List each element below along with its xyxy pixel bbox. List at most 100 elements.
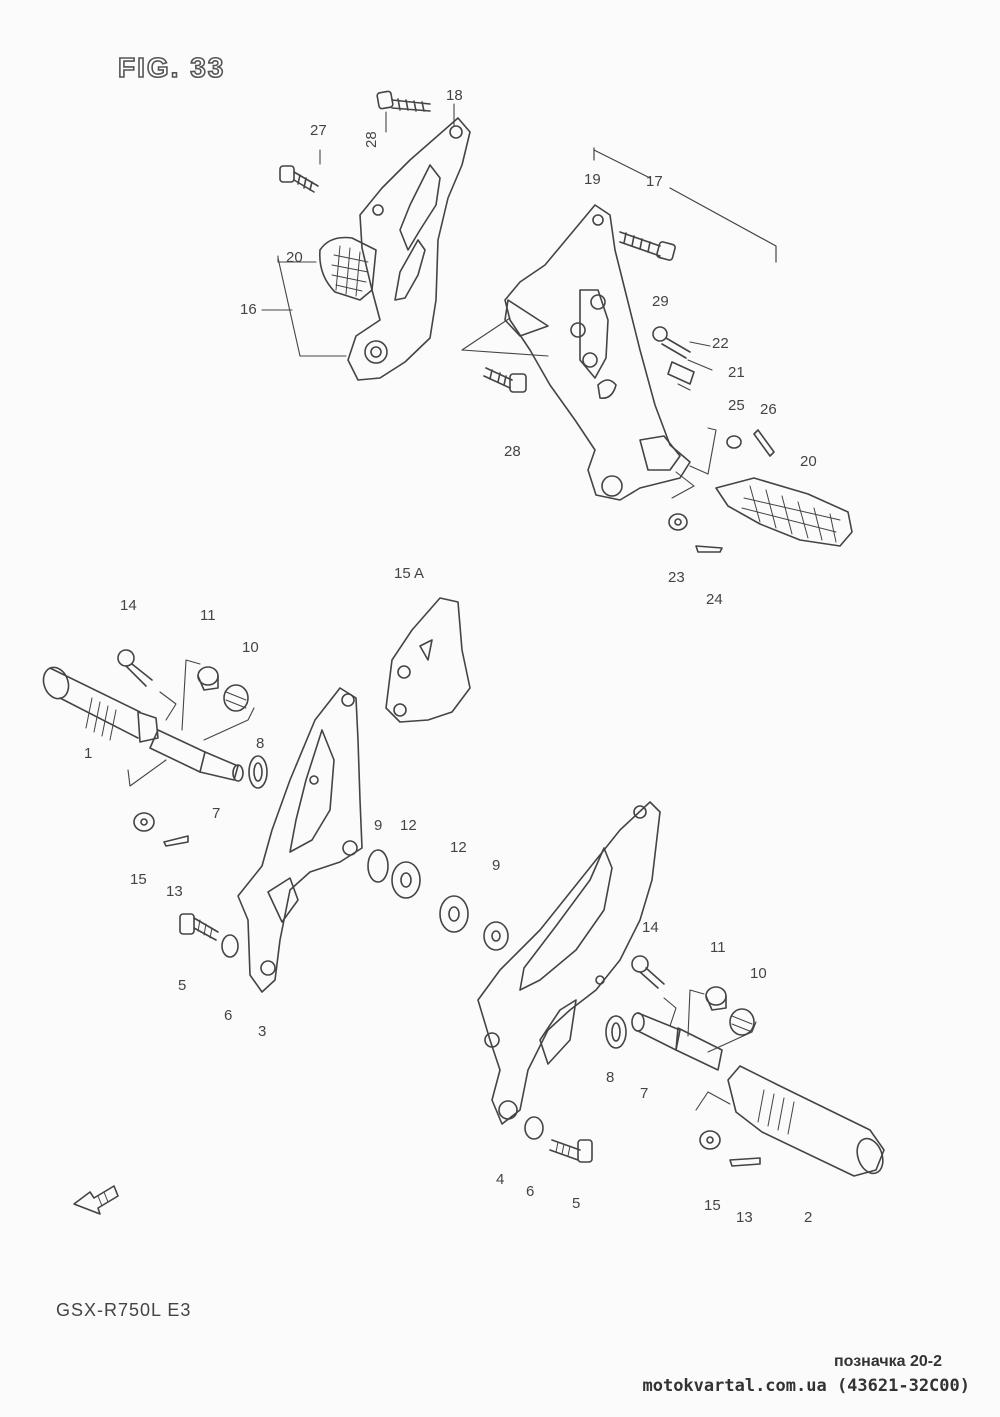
bolt-27-icon (279, 165, 319, 193)
callout-c10b: 10 (750, 965, 767, 982)
rear-bracket-right-cutout (579, 289, 609, 379)
front-right-assembly (439, 801, 885, 1177)
model-code: GSX-R750L E3 (56, 1300, 192, 1320)
pin-22-icon (652, 326, 691, 359)
bolt-29-icon (619, 231, 676, 261)
callout-c9b: 9 (492, 857, 500, 874)
catalog-reference: позначка 20-2 (833, 1353, 942, 1370)
rear-bracket-left-hole-mid (372, 204, 384, 216)
callout-c26: 26 (760, 401, 777, 418)
rear-bracket-left-hole (364, 340, 388, 364)
washer-25-icon (726, 435, 742, 449)
rear-bracket-right-tab (504, 299, 549, 337)
callout-c24: 24 (706, 591, 723, 608)
callout-c13a: 13 (166, 883, 183, 900)
bolt-28b-icon (483, 367, 527, 393)
cotter-pin-24-icon (695, 545, 723, 553)
rear-bracket-right (504, 204, 691, 501)
rear-bracket-right-hole-3 (582, 352, 598, 368)
bracket-cover-15a (385, 597, 471, 723)
front-bracket-3 (237, 687, 363, 993)
washer-8a-icon (248, 755, 268, 789)
callout-c15c: 15 (704, 1197, 721, 1214)
callout-c15b: 15 (130, 871, 147, 888)
bush-12b-icon (439, 895, 469, 933)
callout-c14a: 14 (120, 597, 137, 614)
callout-c5b: 5 (572, 1195, 580, 1212)
bush-12a-icon (391, 861, 421, 899)
callout-c2: 2 (804, 1209, 812, 1226)
callout-c1: 1 (84, 745, 92, 762)
cotter-pin-13b-icon (729, 1157, 761, 1167)
figure-title: FIG. 33 (117, 51, 226, 84)
pin-26-icon (753, 429, 775, 457)
footrest-rubber-left-texture (331, 245, 369, 297)
callout-c28a: 28 (363, 131, 380, 148)
front-left-leaders (127, 659, 255, 787)
footrest-2 (727, 1065, 885, 1177)
washer-8b-icon (605, 1015, 627, 1049)
washer-9a-icon (367, 849, 389, 883)
callout-c28b: 28 (504, 443, 521, 460)
callout-c4: 4 (496, 1171, 504, 1188)
callout-c17: 17 (646, 173, 663, 190)
spring-10a-icon (223, 684, 249, 712)
pivot-shaft-7b (631, 1012, 723, 1071)
callout-c19: 19 (584, 171, 601, 188)
callout-c21: 21 (728, 364, 745, 381)
footrest-1 (42, 666, 159, 743)
callout-c18: 18 (446, 87, 463, 104)
rear-bracket-right-assembly (483, 147, 853, 553)
callout-c7a: 7 (212, 805, 220, 822)
bolt-5b-icon (549, 1139, 593, 1163)
rear-bracket-right-pivot (601, 475, 623, 497)
spring-10b-icon (729, 1008, 755, 1036)
callout-c23: 23 (668, 569, 685, 586)
callout-c12a: 12 (400, 817, 417, 834)
callout-c7b: 7 (640, 1085, 648, 1102)
cotter-pin-13a-icon (163, 835, 189, 847)
part-11a-icon (197, 666, 219, 691)
callout-c8b: 8 (606, 1069, 614, 1086)
callout-c3: 3 (258, 1023, 266, 1040)
pivot-shaft-7 (149, 729, 244, 782)
rear-bracket-right-lower-boss (639, 435, 681, 471)
part-11b-icon (705, 986, 727, 1011)
callout-c9a: 9 (374, 817, 382, 834)
callout-c22: 22 (712, 335, 729, 352)
bracket-17-guide (593, 147, 777, 263)
bolt-5a-icon (179, 913, 219, 941)
rear-bracket-right-hole-4 (597, 379, 617, 400)
callout-c14b: 14 (642, 919, 659, 936)
footrest-rubber-left (318, 236, 377, 301)
rear-bracket-left-hole-top (449, 125, 463, 139)
bolt-18-icon (376, 90, 431, 112)
callout-c27: 27 (310, 122, 327, 139)
rear-bracket-right-hole-top (592, 214, 604, 226)
callout-c25: 25 (728, 397, 745, 414)
callout-c6a: 6 (224, 1007, 232, 1024)
callout-c11a: 11 (200, 607, 216, 624)
washer-6b-icon (524, 1116, 544, 1140)
rear-bracket-right-hole-2 (570, 322, 586, 338)
washer-6a-icon (221, 934, 239, 958)
callout-c20a: 20 (286, 249, 303, 266)
rear-bracket-left-slot (399, 164, 441, 251)
callout-c5a: 5 (178, 977, 186, 994)
front-direction-arrow-icon (73, 1185, 119, 1215)
top-leaders (261, 103, 717, 499)
pin-14b-icon (631, 955, 665, 989)
callout-c12b: 12 (450, 839, 467, 856)
rear-bracket-left-assembly (279, 90, 471, 381)
callout-c20b: 20 (800, 453, 817, 470)
pin-14a-icon (117, 649, 153, 687)
washer-9b-icon (483, 921, 509, 951)
spring-21-icon (667, 361, 695, 385)
rear-bracket-right-hole-1 (590, 294, 606, 310)
footrest-rubber-right (715, 477, 853, 547)
source-line: motokvartal.com.ua (43621-32C00) (642, 1376, 970, 1396)
callout-c29: 29 (652, 293, 669, 310)
